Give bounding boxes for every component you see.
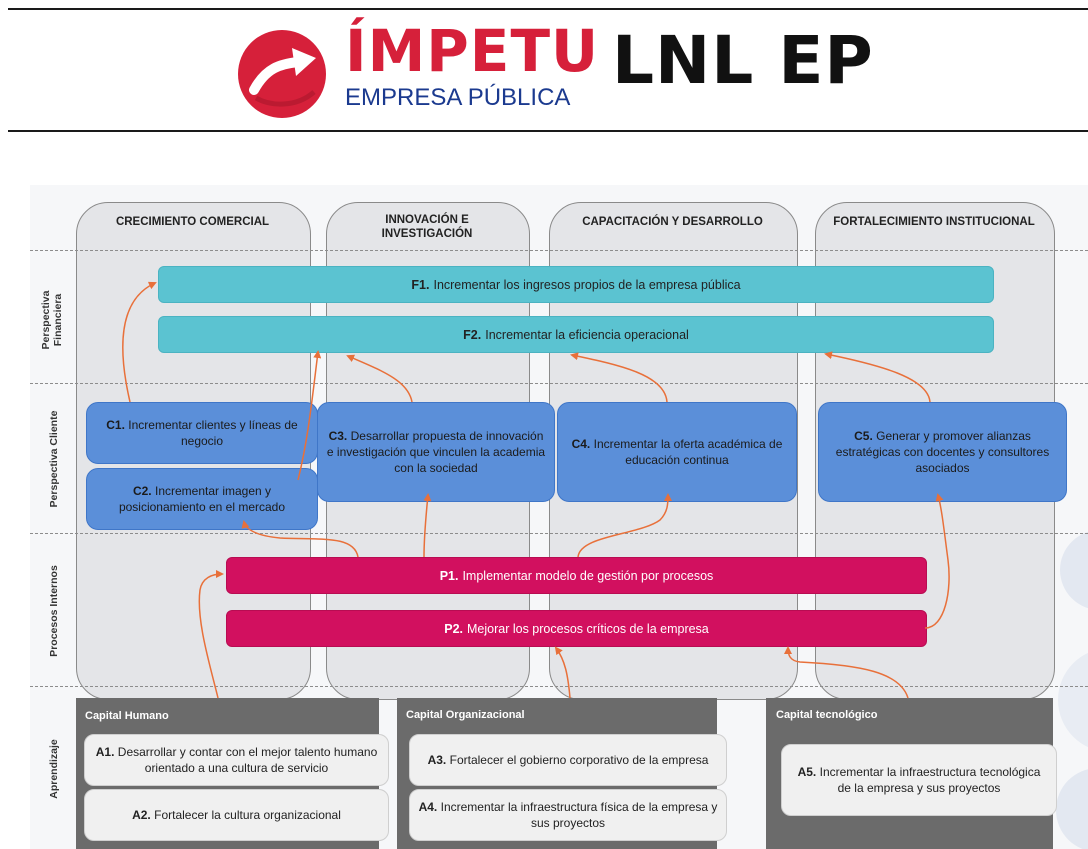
objective-a4-text: Incrementar la infraestructura física de…	[440, 799, 718, 830]
panel-title-capital-tecnologico: Capital tecnológico	[776, 709, 878, 721]
objective-p1: P1. Implementar modelo de gestión por pr…	[226, 557, 927, 594]
column-title-fortalecimiento: FORTALECIMIENTO INSTITUCIONAL	[833, 216, 1035, 228]
arrow-p1-to-c2	[241, 520, 359, 558]
objective-c3-text: Desarrollar propuesta de innovación e in…	[326, 428, 546, 476]
objective-p1-code: P1.	[439, 568, 459, 583]
row-separator	[30, 686, 1088, 687]
objective-p2-text: Mejorar los procesos críticos de la empr…	[467, 621, 709, 636]
row-separator	[30, 250, 1088, 251]
arrow-c1-to-f1	[122, 281, 157, 403]
header-bottom-rule	[8, 130, 1088, 132]
objective-a4: A4. Incrementar la infraestructura físic…	[409, 789, 727, 841]
impetu-logo-icon	[238, 30, 326, 118]
objective-f2-text: Incrementar la eficiencia operacional	[485, 327, 689, 342]
objective-a1-code: A1.	[95, 744, 115, 759]
objective-f1-code: F1.	[411, 277, 430, 292]
arrow-c4-to-f2	[570, 352, 668, 403]
objective-c1-text: Incrementar clientes y líneas de negocio	[128, 417, 298, 448]
objective-c3: C3. Desarrollar propuesta de innovación …	[317, 402, 555, 502]
panel-title-capital-humano: Capital Humano	[85, 710, 169, 722]
objective-p1-text: Implementar modelo de gestión por proces…	[462, 568, 714, 583]
objective-a5-text: Incrementar la infraestructura tecnológi…	[819, 764, 1041, 795]
objective-a1-text: Desarrollar y contar con el mejor talent…	[117, 744, 378, 775]
objective-c5: C5. Generar y promover alianzas estratég…	[818, 402, 1067, 502]
arrow-c5-to-f2	[824, 351, 931, 403]
objective-a5: A5. Incrementar la infraestructura tecno…	[781, 744, 1057, 816]
row-separator	[30, 383, 1088, 384]
arrow-c3-to-f2	[346, 354, 413, 403]
objective-a3: A3. Fortalecer el gobierno corporativo d…	[409, 734, 727, 786]
objective-c1: C1. Incrementar clientes y líneas de neg…	[86, 402, 318, 464]
header-top-rule	[8, 8, 1088, 10]
objective-a5-code: A5.	[797, 764, 817, 779]
arrow-c2-to-f2	[297, 350, 322, 481]
objective-c2: C2. Incrementar imagen y posicionamiento…	[86, 468, 318, 530]
row-separator	[30, 533, 1088, 534]
objective-c1-code: C1.	[106, 417, 125, 432]
panel-title-capital-organizacional: Capital Organizacional	[406, 709, 525, 721]
brand-subtitle: EMPRESA PÚBLICA	[345, 84, 571, 111]
column-title-innovacion: INNOVACIÓN E INVESTIGACIÓN	[381, 214, 473, 241]
arrow-a1-to-p1	[198, 570, 224, 699]
objective-c5-code: C5.	[854, 428, 873, 443]
objective-p2-code: P2.	[444, 621, 463, 636]
arrow-a3-to-p2	[554, 646, 571, 699]
objective-c3-code: C3.	[328, 428, 348, 443]
objective-a4-code: A4.	[418, 799, 438, 814]
arrow-a5-to-p2	[784, 646, 909, 699]
objective-c2-code: C2.	[132, 483, 152, 498]
arrow-p2-to-c5	[924, 493, 950, 629]
objective-c5-text: Generar y promover alianzas estratégicas…	[835, 428, 1050, 476]
brand-name-part-2: TU	[510, 17, 600, 85]
objective-a2: A2. Fortalecer la cultura organizacional	[84, 789, 389, 841]
objective-f1-text: Incrementar los ingresos propios de la e…	[433, 277, 741, 292]
objective-f1: F1. Incrementar los ingresos propios de …	[158, 266, 994, 303]
objective-c2-text: Incrementar imagen y posicionamiento en …	[118, 483, 286, 514]
company-code: LNL EP	[612, 22, 874, 99]
column-title-capacitacion: CAPACITACIÓN Y DESARROLLO	[582, 216, 763, 228]
objective-f2-code: F2.	[463, 327, 482, 342]
brand-name: ÍMPETU	[345, 22, 599, 80]
objective-a2-code: A2.	[132, 807, 151, 822]
column-title-crecimiento: CRECIMIENTO COMERCIAL	[115, 216, 270, 228]
objective-a1: A1. Desarrollar y contar con el mejor ta…	[84, 734, 389, 786]
objective-a3-text: Fortalecer el gobierno corporativo de la…	[449, 752, 709, 767]
objective-c4-code: C4.	[571, 436, 591, 451]
arrow-p1-to-c3	[423, 493, 432, 558]
objective-p2: P2. Mejorar los procesos críticos de la …	[226, 610, 927, 647]
background-decoration	[1056, 531, 1088, 849]
objective-a3-code: A3.	[427, 752, 447, 767]
brand-name-part-1: ÍMPE	[345, 17, 511, 85]
objective-a2-text: Fortalecer la cultura organizacional	[154, 807, 341, 822]
arrow-p1-to-c4	[577, 493, 672, 558]
objective-c4-text: Incrementar la oferta académica de educa…	[593, 436, 783, 467]
objective-c4: C4. Incrementar la oferta académica de e…	[557, 402, 797, 502]
